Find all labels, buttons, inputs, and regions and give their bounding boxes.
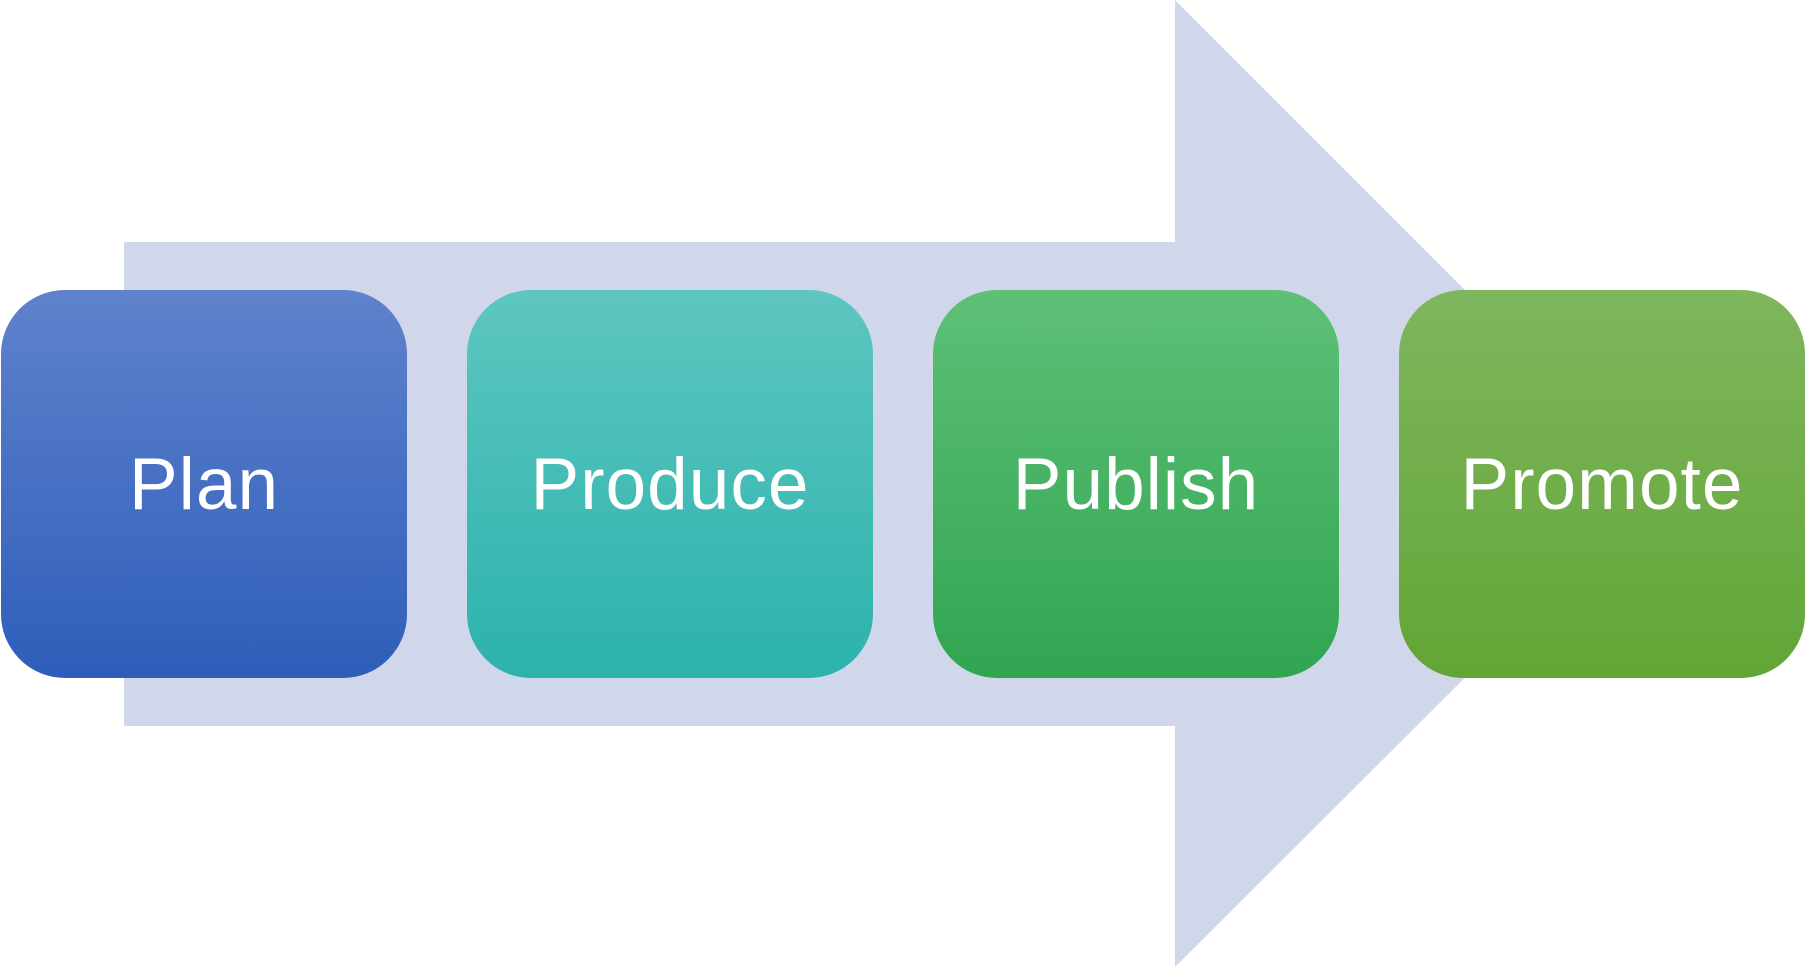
step-promote-label: Promote bbox=[1460, 443, 1744, 525]
step-plan-label: Plan bbox=[128, 443, 280, 525]
step-produce: Produce bbox=[467, 290, 873, 678]
step-plan: Plan bbox=[1, 290, 407, 678]
step-produce-label: Produce bbox=[530, 443, 810, 525]
step-publish: Publish bbox=[933, 290, 1339, 678]
process-arrow-shape bbox=[124, 0, 1659, 967]
step-promote: Promote bbox=[1399, 290, 1805, 678]
step-publish-label: Publish bbox=[1012, 443, 1260, 525]
